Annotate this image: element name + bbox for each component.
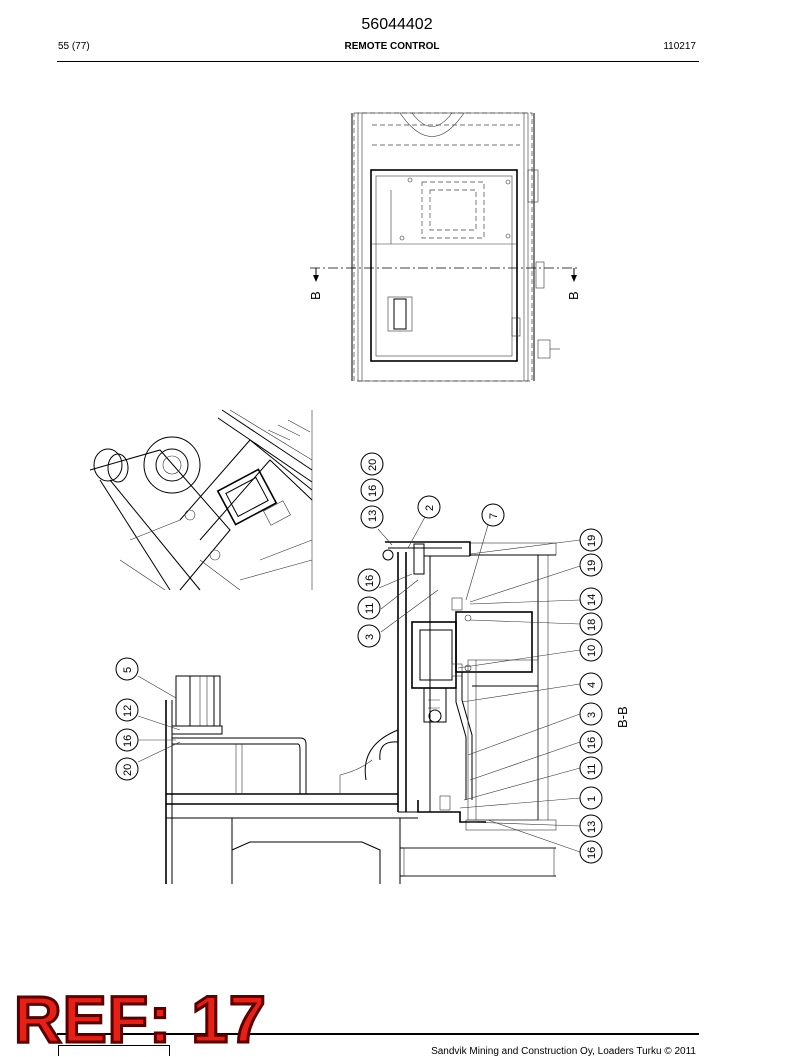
reference-stamp: REF: 17 (13, 982, 268, 1056)
item-balloon: 1 (579, 786, 603, 810)
svg-text:13: 13 (586, 821, 598, 833)
item-balloon: 14 (579, 587, 603, 611)
item-balloon: 20 (115, 757, 139, 781)
svg-text:1: 1 (586, 796, 598, 802)
item-balloon: 16 (357, 568, 381, 592)
svg-text:11: 11 (586, 764, 598, 775)
lower-left-items: 5 12 16 20 (115, 657, 139, 781)
svg-text:14: 14 (586, 594, 598, 606)
item-balloon: 18 (579, 612, 603, 636)
svg-text:16: 16 (586, 847, 598, 859)
section-mark-right: B (566, 291, 581, 300)
item-balloon: 20 (360, 452, 384, 476)
item-balloon: 16 (579, 730, 603, 754)
svg-text:20: 20 (367, 459, 379, 471)
page-title: REMOTE CONTROL (344, 41, 440, 52)
svg-text:16: 16 (122, 735, 134, 747)
svg-text:5: 5 (122, 667, 134, 673)
svg-text:7: 7 (488, 513, 500, 519)
svg-text:16: 16 (364, 575, 376, 587)
header-divider (57, 61, 699, 62)
item-balloon: 13 (579, 814, 603, 838)
svg-text:18: 18 (586, 619, 598, 631)
view-label-bb: B-B (615, 706, 630, 728)
item-balloon: 11 (357, 596, 381, 620)
svg-text:11: 11 (364, 603, 376, 614)
svg-text:10: 10 (586, 645, 598, 657)
item-balloon-7: 7 (481, 503, 505, 527)
svg-text:16: 16 (367, 485, 379, 497)
isometric-detail-view (89, 409, 313, 591)
page-number: 55 (77) (58, 41, 90, 52)
section-bb-view (165, 541, 557, 884)
item-balloon: 3 (579, 702, 603, 726)
svg-text:19: 19 (586, 560, 598, 572)
leader-lines (137, 516, 581, 853)
left-mid-item-group: 3 11 16 (357, 568, 381, 648)
svg-text:12: 12 (122, 705, 134, 717)
footer-copyright: Sandvik Mining and Construction Oy, Load… (431, 1046, 696, 1057)
item-balloon: 12 (115, 698, 139, 722)
item-balloon: 10 (579, 638, 603, 662)
item-balloon: 19 (579, 553, 603, 577)
footer-divider (57, 1033, 699, 1035)
svg-text:2: 2 (424, 505, 436, 511)
svg-text:20: 20 (122, 764, 134, 776)
item-balloon: 11 (579, 756, 603, 780)
svg-text:16: 16 (586, 737, 598, 749)
svg-text:3: 3 (586, 712, 598, 718)
top-plan-view (310, 112, 580, 382)
svg-text:4: 4 (586, 682, 598, 688)
company-logo (58, 1045, 170, 1056)
item-balloon: 16 (115, 728, 139, 752)
item-balloon: 4 (579, 672, 603, 696)
item-balloon: 3 (357, 624, 381, 648)
svg-text:19: 19 (586, 535, 598, 547)
item-balloon: 19 (579, 528, 603, 552)
top-item-group: 13 16 20 (360, 452, 384, 529)
item-balloon: 16 (360, 478, 384, 502)
item-balloon: 5 (115, 657, 139, 681)
item-balloon: 13 (360, 505, 384, 529)
svg-text:3: 3 (364, 634, 376, 640)
revision-code: 110217 (663, 41, 696, 52)
document-number: 56044402 (361, 16, 433, 33)
right-column-items: 19 19 14 18 10 4 3 16 11 1 13 16 (579, 528, 603, 864)
section-mark-left: B (308, 291, 323, 300)
item-balloon: 16 (579, 840, 603, 864)
svg-text:13: 13 (367, 510, 379, 522)
item-balloon-2: 2 (417, 495, 441, 519)
